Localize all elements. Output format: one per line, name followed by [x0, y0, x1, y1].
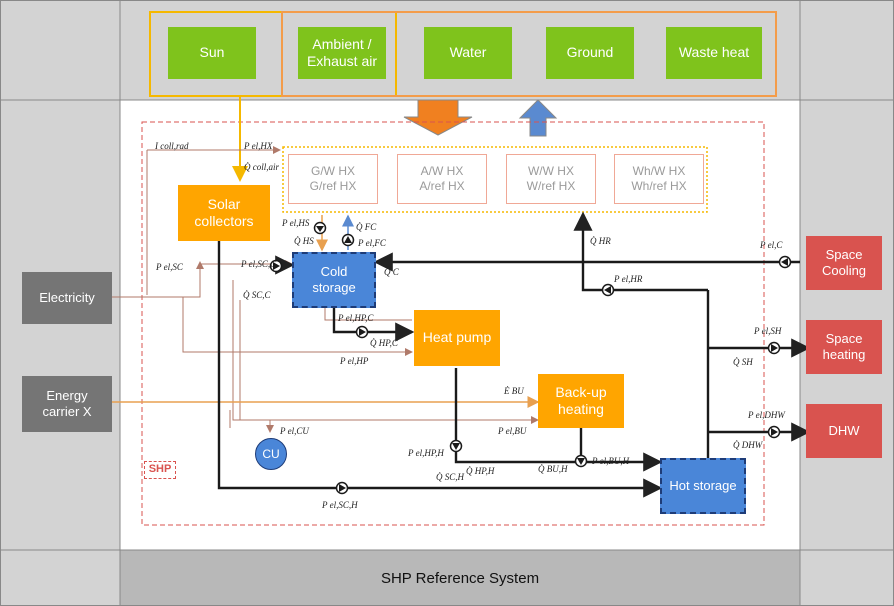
label-p-el-sch: P el,SC,H	[322, 500, 358, 510]
label-p-el-hr: P el,HR	[614, 274, 643, 284]
output-space-heating: Space heating	[806, 320, 882, 374]
pumps	[269, 221, 792, 495]
source-ground: Ground	[546, 27, 634, 79]
hx-group-frame	[282, 146, 708, 213]
label-p-el-cu: P el,CU	[280, 426, 309, 436]
collectors-to-hot-line	[217, 240, 663, 498]
pump-icon	[313, 221, 327, 235]
p-el-bu-line	[239, 300, 539, 424]
shp-boundary-label: SHP	[144, 461, 176, 479]
label-q-hs: Q̇ HS	[294, 236, 314, 246]
hx-wasteheat-water: Wh/W HX Wh/ref HX	[614, 154, 704, 204]
shp-boundary	[141, 121, 765, 526]
pump-icon	[767, 341, 781, 355]
label-p-el-buh: P el,BU,H	[592, 456, 630, 466]
left-band	[0, 100, 120, 550]
label-q-coll-air: Q̇ coll,air	[244, 162, 279, 172]
pump-icon	[335, 481, 349, 495]
heat-flow-up-arrow	[518, 99, 558, 137]
hot-storage: Hot storage	[660, 458, 746, 514]
label-p-el-hs: P el,HS	[282, 218, 310, 228]
pump-icon	[269, 259, 283, 273]
heat-flow-down-arrow	[403, 99, 473, 136]
solar-collectors: Solar collectors	[178, 185, 270, 241]
label-p-el-fc: P el,FC	[358, 238, 386, 248]
source-waste-heat: Waste heat	[666, 27, 762, 79]
pump-icon	[574, 454, 588, 468]
label-q-hph: Q̇ HP,H	[466, 466, 495, 476]
label-p-el-hp: P el,HP	[340, 356, 369, 366]
source-ambient-air: Ambient / Exhaust air	[298, 27, 386, 79]
pump-icon	[355, 325, 369, 339]
input-energy-carrier: Energy carrier X	[22, 376, 112, 432]
title-band	[120, 550, 800, 606]
sun-group-frame	[149, 11, 397, 97]
label-p-el-sh: P el,SH	[754, 326, 782, 336]
label-p-el-bu: P el,BU	[498, 426, 527, 436]
label-p-el-sc: P el,SC	[156, 262, 183, 272]
label-q-c: Q̇ C	[384, 267, 399, 277]
heat-recovery-line	[581, 262, 708, 292]
pump-icon	[767, 425, 781, 439]
page-title: SHP Reference System	[380, 569, 540, 587]
label-p-el-hph: P el,HP,H	[408, 448, 444, 458]
label-q-fc: Q̇ FC	[356, 222, 377, 232]
hx-water-water: W/W HX W/ref HX	[506, 154, 596, 204]
p-el-scc-line	[199, 260, 293, 297]
ambient-group-frame	[281, 11, 777, 97]
backup-heating: Back-up heating	[538, 374, 624, 428]
output-space-cooling: Space Cooling	[806, 236, 882, 290]
label-q-hpc: Q̇ HP,C	[370, 338, 398, 348]
label-q-buh: Q̇ BU,H	[538, 464, 568, 474]
label-p-el-hx: P el,HX	[244, 141, 273, 151]
source-water: Water	[424, 27, 512, 79]
output-dhw: DHW	[806, 404, 882, 458]
label-q-sch: Q̇ SC,H	[436, 472, 465, 482]
control-unit: CU	[255, 438, 287, 470]
pump-icon	[778, 255, 792, 269]
label-q-hr: Q̇ HR	[590, 236, 611, 246]
label-i-coll-rad: I coll,rad	[155, 141, 189, 151]
input-electricity: Electricity	[22, 272, 112, 324]
label-p-el-c: P el,C	[760, 240, 783, 250]
label-p-el-hpc: P el,HP,C	[338, 313, 374, 323]
label-p-el-scc: P el,SC,C	[241, 259, 277, 269]
hp-to-hot-line	[454, 368, 663, 472]
label-q-dhw: Q̇ DHW	[733, 440, 763, 450]
source-sun: Sun	[168, 27, 256, 79]
hx-ground-water: G/W HX G/ref HX	[288, 154, 378, 204]
pump-icon	[449, 439, 463, 453]
cold-storage: Cold storage	[292, 252, 376, 308]
hx-air-water: A/W HX A/ref HX	[397, 154, 487, 204]
label-p-el-dhw: P el,DHW	[748, 410, 785, 420]
heat-pump: Heat pump	[414, 310, 500, 366]
pump-icon	[601, 283, 615, 297]
label-q-sh: Q̇ SH	[733, 357, 753, 367]
pump-icon	[341, 233, 355, 247]
label-q-scc: Q̇ SC,C	[243, 290, 271, 300]
p-el-hp-line	[182, 297, 413, 356]
label-e-bu: Ė BU	[504, 386, 524, 396]
